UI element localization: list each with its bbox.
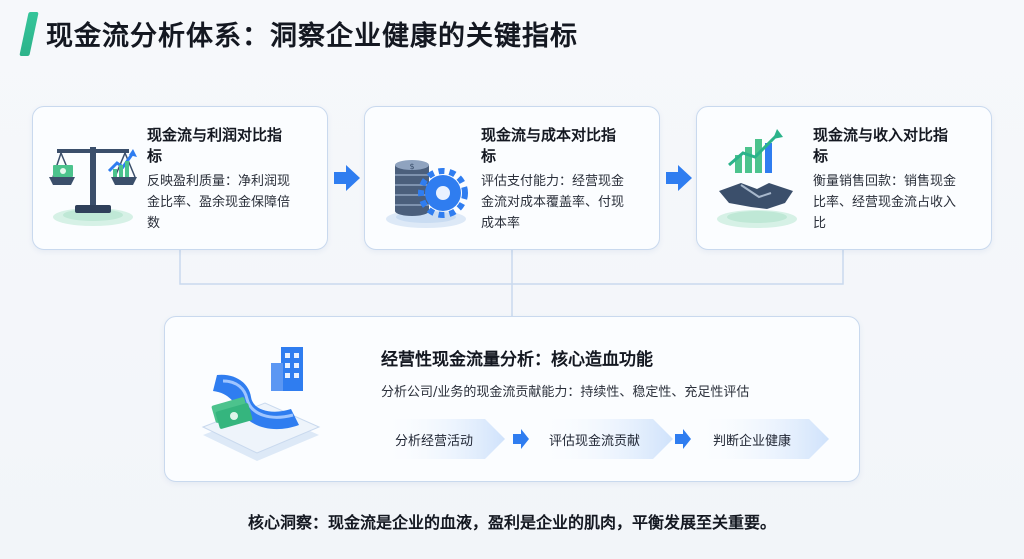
arrow-right-icon xyxy=(666,165,692,191)
page-title: 现金流分析体系：洞察企业健康的关键指标 xyxy=(46,21,578,52)
card-title: 现金流与收入对比指标 xyxy=(813,126,949,165)
arrow-right-icon xyxy=(334,165,360,191)
step-evaluate-contribution: 评估现金流贡献 xyxy=(549,433,641,449)
step-judge-health: 判断企业健康 xyxy=(713,433,792,449)
card-description: 评估支付能力：经营现金金流对成本覆盖率、付现成本率 xyxy=(481,174,625,231)
footer-insight: 核心洞察：现金流是企业的血液，盈利是企业的肌肉，平衡发展至关重要。 xyxy=(247,513,776,532)
card-title: 现金流与利润对比指标 xyxy=(147,126,283,165)
card-description: 反映盈利质量：净利润现金比率、盈余现金保障倍数 xyxy=(147,174,291,231)
handshake-chart-icon xyxy=(711,127,803,231)
card-profit-comparison: 现金流与利润对比指标 反映盈利质量：净利润现金比率、盈余现金保障倍数 xyxy=(32,106,328,250)
coins-gear-icon: $ xyxy=(381,127,471,231)
balance-scale-icon xyxy=(47,125,139,229)
core-title: 经营性现金流量分析：核心造血功能 xyxy=(381,350,653,370)
svg-text:$: $ xyxy=(409,162,414,171)
card-title: 现金流与成本对比指标 xyxy=(481,126,617,165)
card-revenue-comparison: 现金流与收入对比指标 衡量销售回款：销售现金比率、经营现金流占收入比 xyxy=(696,106,992,250)
step-analyze-operations: 分析经营活动 xyxy=(395,433,474,449)
cash-river-building-icon xyxy=(195,329,325,469)
card-cost-comparison: $ 现金流与成本对比指标 评估支付能力：经营现金金流对成本覆盖率、付现成本率 xyxy=(364,106,660,250)
step-chevron-shapes xyxy=(377,419,829,459)
card-description: 衡量销售回款：销售现金比率、经营现金流占收入比 xyxy=(813,174,957,231)
core-analysis-card: 经营性现金流量分析：核心造血功能 分析公司/业务的现金流贡献能力：持续性、稳定性… xyxy=(164,316,860,482)
core-description: 分析公司/业务的现金流贡献能力：持续性、稳定性、充足性评估 xyxy=(381,385,750,400)
